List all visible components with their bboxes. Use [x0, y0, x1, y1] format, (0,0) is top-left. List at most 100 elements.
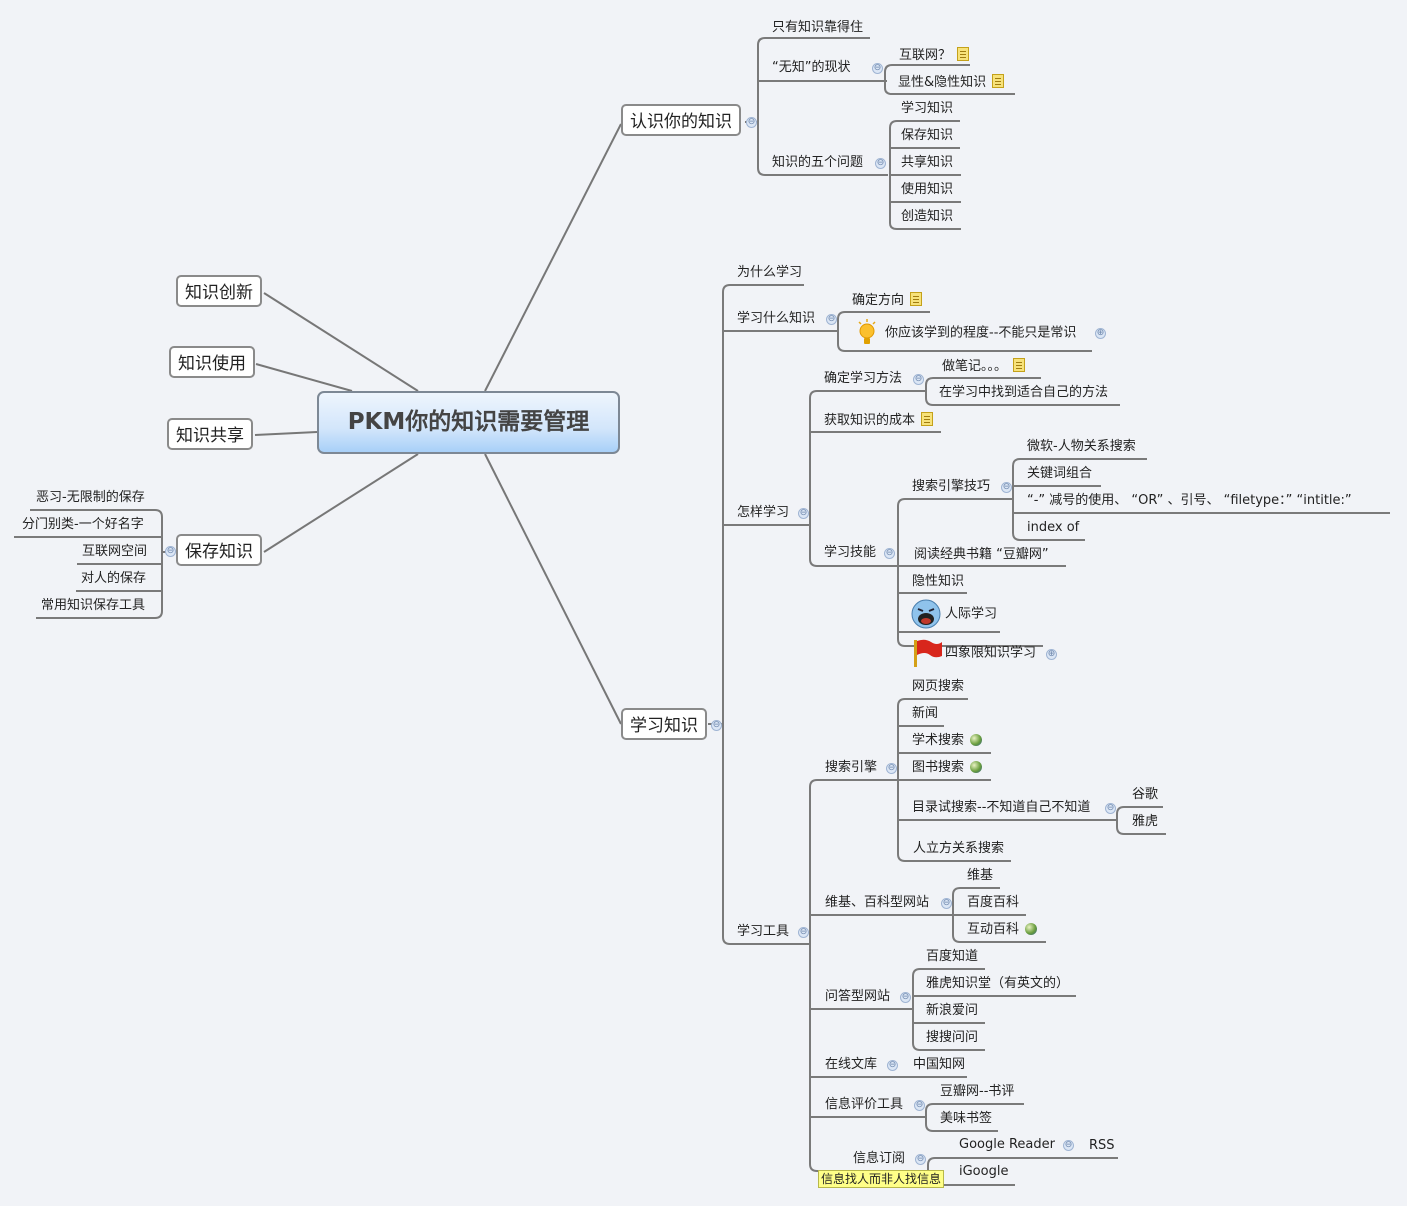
skills-people[interactable]: 人际学习	[911, 599, 997, 630]
central-topic[interactable]: PKM你的知识需要管理	[317, 391, 620, 454]
skills-read[interactable]: 阅读经典书籍 “豆瓣网”	[914, 547, 1049, 562]
eval-item[interactable]: 美味书签	[940, 1111, 993, 1126]
learn-what[interactable]: 学习什么知识	[737, 311, 816, 326]
qa-item[interactable]: 搜搜问问	[926, 1030, 979, 1045]
hyperlink-globe-icon[interactable]	[1025, 923, 1038, 935]
hyperlink-globe-icon[interactable]	[970, 734, 983, 746]
collapse-toggle-icon[interactable]: ⊖	[913, 374, 924, 385]
collapse-toggle-icon[interactable]: ⊖	[826, 314, 837, 325]
library-item[interactable]: 中国知网	[913, 1057, 966, 1072]
node-text: 四象限知识学习	[945, 645, 1037, 661]
how-method[interactable]: 确定学习方法	[824, 371, 903, 386]
know-ignorance[interactable]: “无知”的现状	[772, 60, 851, 75]
skills-quadrant[interactable]: 四象限知识学习	[911, 638, 1036, 669]
search-tip[interactable]: 微软-人物关系搜索	[1027, 439, 1136, 454]
learn-how[interactable]: 怎样学习	[737, 505, 790, 520]
qa-item[interactable]: 雅虎知识堂（有英文的）	[926, 976, 1070, 991]
save-child[interactable]: 对人的保存	[81, 571, 147, 586]
expand-toggle-icon[interactable]: ⊕	[1046, 649, 1057, 660]
collapse-toggle-icon[interactable]: ⊖	[884, 548, 895, 559]
qa-item[interactable]: 新浪爱问	[926, 1003, 979, 1018]
topic-knowledge-innovation[interactable]: 知识创新	[176, 275, 262, 307]
collapse-toggle-icon[interactable]: ⊖	[1105, 803, 1116, 814]
collapse-toggle-icon[interactable]: ⊖	[711, 720, 722, 731]
tools-eval[interactable]: 信息评价工具	[825, 1097, 904, 1112]
save-child[interactable]: 互联网空间	[82, 544, 148, 559]
subscribe-rss[interactable]: RSS	[1089, 1138, 1115, 1153]
topic-knowledge-use[interactable]: 知识使用	[169, 346, 255, 378]
collapse-toggle-icon[interactable]: ⊖	[900, 992, 911, 1003]
how-skills[interactable]: 学习技能	[824, 545, 877, 560]
engine-directory[interactable]: 目录试搜索--不知道自己不知道	[912, 800, 1091, 815]
engine-item[interactable]: 网页搜索	[912, 679, 965, 694]
five-question[interactable]: 共享知识	[901, 155, 954, 170]
collapse-toggle-icon[interactable]: ⊖	[941, 898, 952, 909]
save-child[interactable]: 常用知识保存工具	[41, 598, 146, 613]
collapse-toggle-icon[interactable]: ⊖	[875, 158, 886, 169]
know-ignorance-child[interactable]: 互联网？	[899, 47, 970, 64]
collapse-toggle-icon[interactable]: ⊖	[746, 117, 757, 128]
collapse-toggle-icon[interactable]: ⊖	[886, 763, 897, 774]
topic-save-knowledge[interactable]: 保存知识	[176, 534, 262, 566]
tools-qa[interactable]: 问答型网站	[825, 989, 891, 1004]
method-find[interactable]: 在学习中找到适合自己的方法	[939, 385, 1109, 400]
collapse-toggle-icon[interactable]: ⊖	[872, 63, 883, 74]
qa-item[interactable]: 百度知道	[926, 949, 979, 964]
tools-subscribe[interactable]: 信息订阅	[853, 1151, 906, 1166]
engine-item[interactable]: 学术搜索	[912, 733, 983, 749]
tools-library[interactable]: 在线文库	[825, 1057, 878, 1072]
engine-item[interactable]: 图书搜索	[912, 760, 983, 776]
how-cost[interactable]: 获取知识的成本	[824, 412, 934, 429]
collapse-toggle-icon[interactable]: ⊖	[165, 546, 176, 557]
know-ignorance-child[interactable]: 显性&隐性知识	[898, 74, 1005, 91]
tools-engines[interactable]: 搜索引擎	[825, 760, 878, 775]
what-direction[interactable]: 确定方向	[852, 292, 923, 309]
method-notes[interactable]: 做笔记。。。	[942, 358, 1026, 375]
tools-wiki[interactable]: 维基、百科型网站	[825, 895, 930, 910]
five-question[interactable]: 创造知识	[901, 209, 954, 224]
topic-learn-knowledge[interactable]: 学习知识	[621, 708, 707, 740]
topic-know-your-knowledge[interactable]: 认识你的知识	[621, 104, 741, 136]
lightbulb-icon	[858, 319, 876, 344]
wiki-item[interactable]: 维基	[967, 868, 994, 883]
note-icon[interactable]	[992, 74, 1005, 88]
search-tip[interactable]: “-” 减号的使用、 “OR” 、引号、 “filetype：” “intitl…	[1027, 493, 1352, 508]
engine-item[interactable]: 新闻	[912, 706, 939, 721]
topic-knowledge-share[interactable]: 知识共享	[167, 418, 253, 450]
search-tip[interactable]: 关键词组合	[1027, 466, 1093, 481]
learn-tools[interactable]: 学习工具	[737, 924, 790, 939]
save-child[interactable]: 分门别类-一个好名字	[22, 517, 144, 532]
collapse-toggle-icon[interactable]: ⊖	[798, 508, 809, 519]
five-question[interactable]: 使用知识	[901, 182, 954, 197]
five-question[interactable]: 保存知识	[901, 128, 954, 143]
expand-toggle-icon[interactable]: ⊕	[1095, 328, 1106, 339]
collapse-toggle-icon[interactable]: ⊖	[1001, 482, 1012, 493]
hyperlink-globe-icon[interactable]	[970, 761, 983, 773]
collapse-toggle-icon[interactable]: ⊖	[887, 1060, 898, 1071]
wiki-item[interactable]: 互动百科	[967, 922, 1038, 938]
directory-item[interactable]: 雅虎	[1132, 814, 1159, 829]
collapse-toggle-icon[interactable]: ⊖	[798, 927, 809, 938]
skills-tacit[interactable]: 隐性知识	[912, 574, 965, 589]
save-child[interactable]: 恶习-无限制的保存	[36, 490, 145, 505]
note-icon[interactable]	[910, 292, 923, 306]
note-icon[interactable]	[957, 47, 970, 61]
collapse-toggle-icon[interactable]: ⊖	[1063, 1140, 1074, 1151]
skills-search[interactable]: 搜索引擎技巧	[912, 479, 991, 494]
engine-people[interactable]: 人立方关系搜索	[913, 841, 1005, 856]
collapse-toggle-icon[interactable]: ⊖	[914, 1100, 925, 1111]
know-only-reliable[interactable]: 只有知识靠得住	[772, 20, 864, 35]
wiki-item[interactable]: 百度百科	[967, 895, 1020, 910]
subscribe-igoogle[interactable]: iGoogle	[959, 1164, 1009, 1179]
learn-why[interactable]: 为什么学习	[737, 265, 803, 280]
note-icon[interactable]	[1013, 358, 1026, 372]
search-tip[interactable]: index of	[1027, 520, 1080, 535]
five-question[interactable]: 学习知识	[901, 101, 954, 116]
what-degree[interactable]: 你应该学到的程度--不能只是常识	[855, 318, 1076, 349]
collapse-toggle-icon[interactable]: ⊖	[915, 1154, 926, 1165]
directory-item[interactable]: 谷歌	[1132, 787, 1159, 802]
note-icon[interactable]	[921, 412, 934, 426]
know-five-questions[interactable]: 知识的五个问题	[772, 155, 864, 170]
eval-item[interactable]: 豆瓣网--书评	[940, 1084, 1015, 1099]
subscribe-reader[interactable]: Google Reader	[959, 1137, 1055, 1152]
